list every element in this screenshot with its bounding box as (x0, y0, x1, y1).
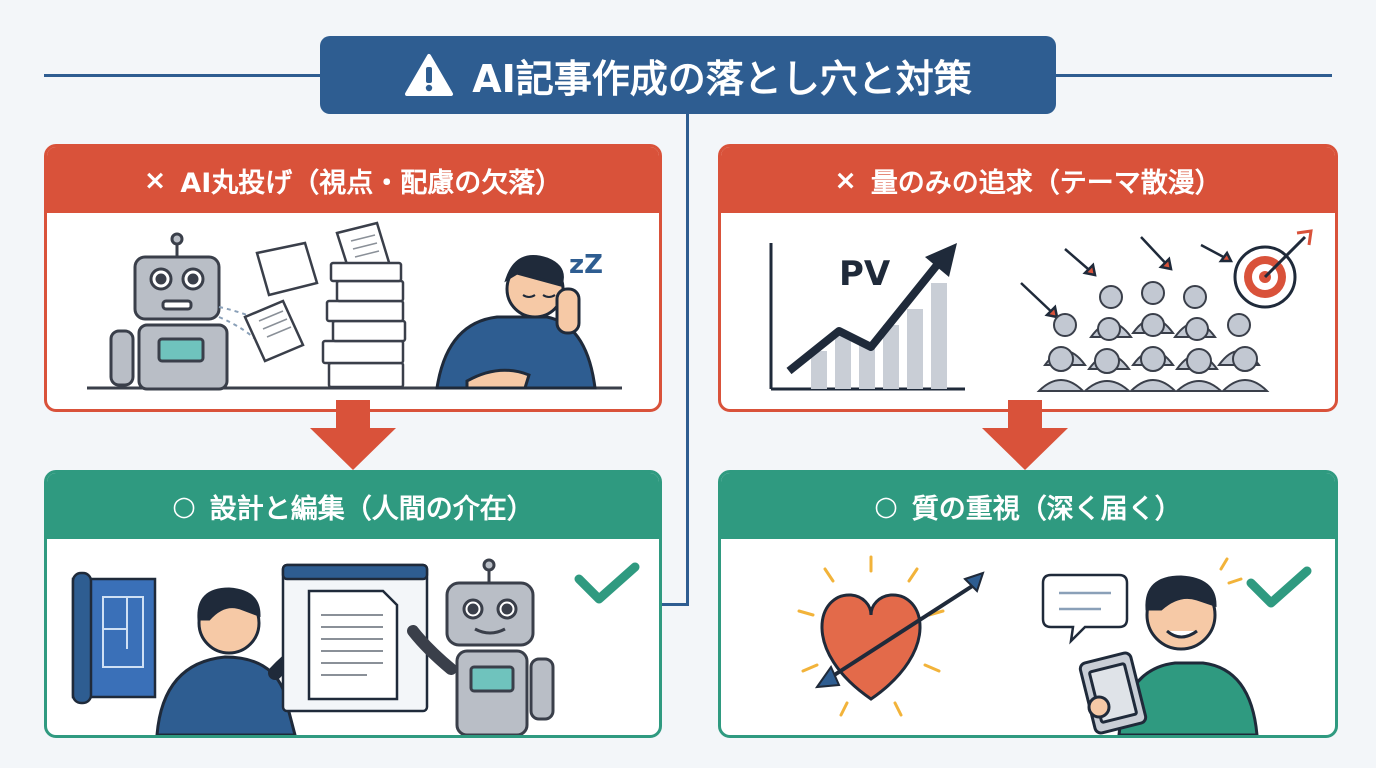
card-title: 質の重視（深く届く） (911, 493, 1182, 525)
person-icon (1117, 575, 1259, 735)
page-title-banner: AI記事作成の落とし穴と対策 (320, 36, 1056, 114)
cross-icon: × (143, 164, 167, 196)
heart-icon (820, 593, 922, 701)
header-line-left (44, 74, 324, 77)
chat-bubble-icon (1041, 573, 1129, 645)
card-header: × 量のみの追求（テーマ散漫） (721, 147, 1335, 213)
illustration-quantity: PV (769, 229, 1313, 392)
blueprint-icon (71, 571, 157, 705)
card-header: ○ 質の重視（深く届く） (721, 473, 1335, 539)
circle-icon: ○ (172, 490, 196, 522)
card-header: × AI丸投げ（視点・配慮の欠落） (47, 147, 659, 213)
robot-icon (109, 232, 229, 391)
sleep-text: zZ (569, 250, 603, 280)
card-title: 設計と編集（人間の介在） (209, 493, 534, 525)
card-quantity-only: × 量のみの追求（テーマ散漫） PV (718, 144, 1338, 412)
robot-icon (407, 558, 555, 735)
card-quality-focus: ○ 質の重視（深く届く） (718, 470, 1338, 738)
check-icon (574, 562, 640, 604)
down-arrow-icon (310, 400, 396, 470)
illustration-ai-delegation: zZ (87, 221, 622, 391)
card-title: 量のみの追求（テーマ散漫） (870, 167, 1222, 199)
card-header: ○ 設計と編集（人間の介在） (47, 473, 659, 539)
page-title: AI記事作成の落とし穴と対策 (472, 56, 972, 101)
header-line-right (1052, 74, 1332, 77)
cross-icon: × (834, 164, 857, 196)
card-title: AI丸投げ（視点・配慮の欠落） (180, 167, 563, 199)
document-icon (281, 563, 429, 713)
card-design-edit: ○ 設計と編集（人間の介在） (44, 470, 662, 738)
card-ai-delegation: × AI丸投げ（視点・配慮の欠落） (44, 144, 662, 412)
illustration-quality (797, 555, 1312, 735)
target-icon (1233, 229, 1313, 309)
tablet-icon (1078, 651, 1148, 735)
circle-icon: ○ (874, 490, 898, 522)
illustration-design-edit (71, 558, 640, 735)
person-icon (435, 255, 597, 390)
warning-icon (405, 54, 454, 96)
down-arrow-icon (982, 400, 1068, 470)
center-connector-line (686, 112, 689, 606)
chart-label-pv: PV (839, 254, 891, 294)
center-connector-hook (660, 603, 689, 606)
check-icon (1246, 566, 1312, 608)
